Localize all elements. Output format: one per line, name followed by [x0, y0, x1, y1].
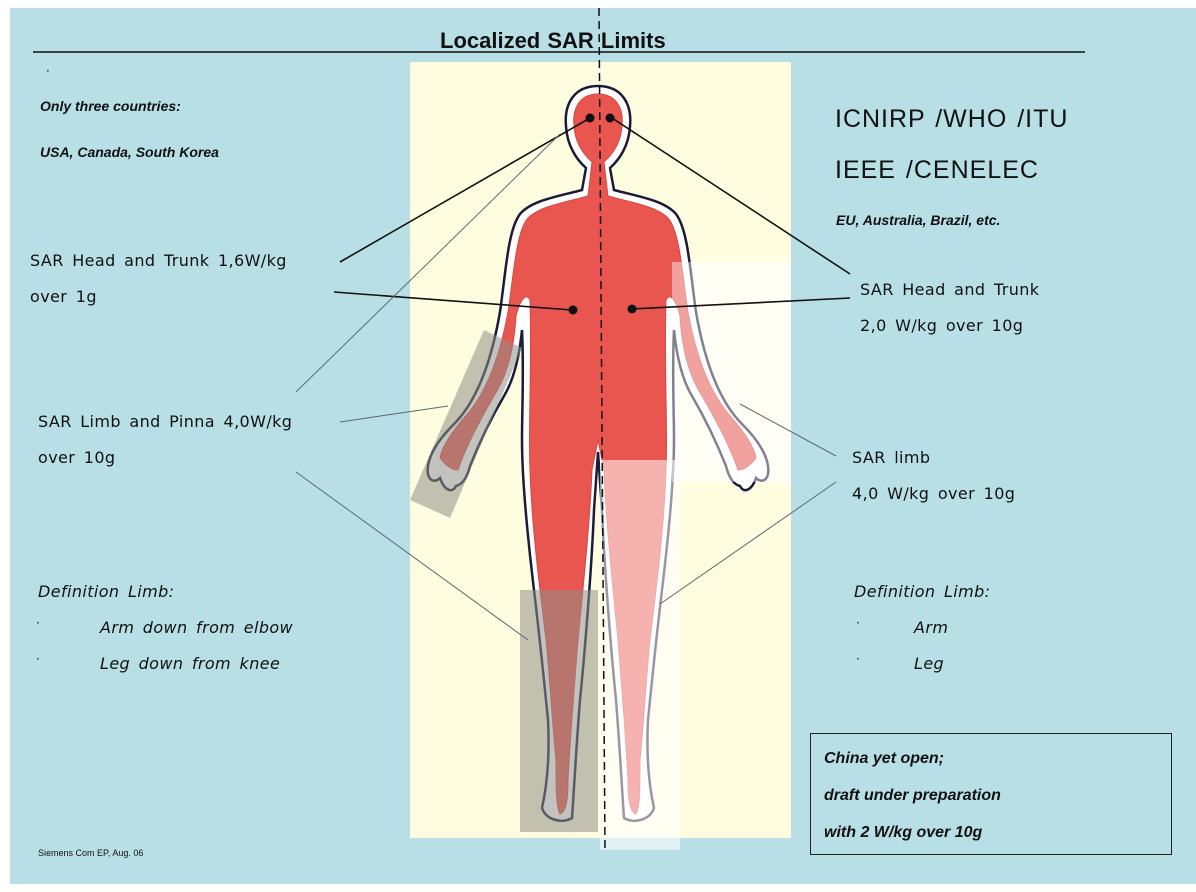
right-head-trunk-label-2: 2,0 W/kg over 10g	[860, 316, 1023, 335]
left-definition-bullet-2: ·	[36, 652, 40, 666]
right-arm-pale-overlay	[672, 262, 791, 482]
left-head-trunk-label-2: over 1g	[30, 287, 97, 306]
left-limb-label-1: SAR Limb and Pinna 4,0W/kg	[38, 412, 292, 431]
china-note-line-1: China yet open;	[824, 750, 944, 768]
right-standards-line-1: ICNIRP /WHO /ITU	[835, 105, 1068, 134]
left-limb-label-2: over 10g	[38, 448, 115, 467]
left-definition-title: Definition Limb:	[38, 582, 174, 601]
right-regions: EU, Australia, Brazil, etc.	[836, 212, 1000, 228]
left-definition-item-1: Arm down from elbow	[100, 618, 293, 637]
right-limb-label-2: 4,0 W/kg over 10g	[852, 484, 1015, 503]
right-definition-bullet-1: ·	[856, 616, 860, 630]
left-countries-intro: Only three countries:	[40, 98, 181, 114]
head-dot-right	[606, 114, 615, 123]
left-countries: USA, Canada, South Korea	[40, 144, 219, 160]
left-head-trunk-label-1: SAR Head and Trunk 1,6W/kg	[30, 251, 287, 270]
right-limb-label-1: SAR limb	[852, 448, 930, 467]
right-definition-bullet-2: ·	[856, 652, 860, 666]
china-note-line-3: with 2 W/kg over 10g	[824, 824, 982, 842]
trunk-dot-right	[628, 305, 637, 314]
right-standards-line-2: IEEE /CENELEC	[835, 156, 1039, 185]
left-top-dot: ·	[46, 64, 50, 78]
left-definition-bullet-1: ·	[36, 616, 40, 630]
left-definition-item-2: Leg down from knee	[100, 654, 280, 673]
china-note-line-2: draft under preparation	[824, 787, 1001, 805]
right-definition-title: Definition Limb:	[854, 582, 990, 601]
head-dot-left	[586, 114, 595, 123]
right-definition-item-1: Arm	[914, 618, 948, 637]
right-head-trunk-label-1: SAR Head and Trunk	[860, 280, 1039, 299]
left-leg-grey-box	[520, 590, 600, 832]
right-definition-item-2: Leg	[914, 654, 944, 673]
page-title: Localized SAR Limits	[440, 28, 666, 54]
footer-credit: Siemens Com EP, Aug. 06	[38, 848, 143, 858]
trunk-dot-left	[569, 306, 578, 315]
right-leg-pale-overlay	[600, 460, 680, 850]
